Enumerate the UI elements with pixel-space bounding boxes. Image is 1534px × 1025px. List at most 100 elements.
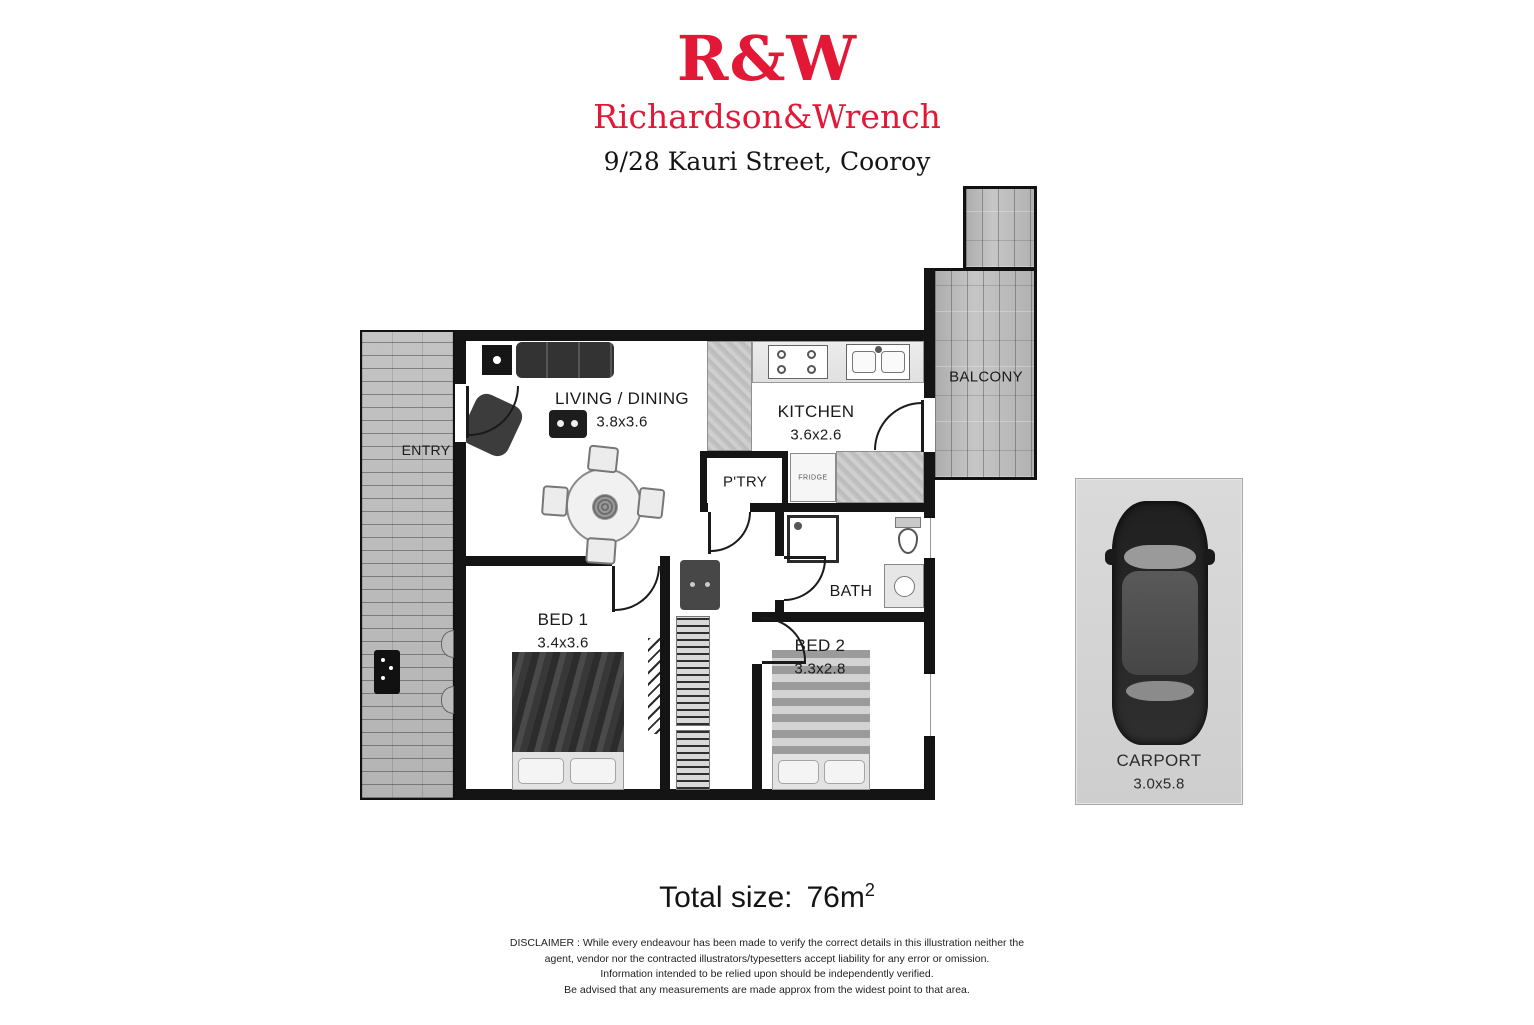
burner-dot [777,365,786,374]
shower-head-icon [794,522,802,530]
meter-dot [381,676,385,680]
door-leaf [708,512,711,554]
car-rear-window [1126,681,1194,701]
wall-living-bed1 [466,556,612,566]
carport [1075,478,1243,805]
fridge-label: FRIDGE [798,474,828,482]
total-size-label: Total size: [659,881,793,914]
wardrobe [676,730,710,790]
door-swing-arc [874,402,922,450]
room-label-entry: ENTRY [401,442,451,458]
total-size-sup: 2 [864,880,875,900]
dresser [680,560,720,610]
decor-dot [557,420,564,427]
dining-chair [540,485,570,517]
centerpiece [592,494,618,520]
decor-dot [571,420,578,427]
balcony-upper-deck [963,186,1037,270]
pillow [518,758,564,784]
meter-dot [389,666,393,670]
wall-pantry-top [700,451,788,458]
wall-hall-bath-lower [775,600,784,612]
kitchen-bench-left [707,341,752,451]
car [1105,501,1215,745]
wall-hall-bed2 [752,664,762,789]
dining-chair [585,536,617,566]
wall-bed1-hall [660,556,670,789]
door-gap-balcony [924,398,935,452]
window-glass-line [929,518,931,558]
stove-icon [768,345,828,379]
disclaimer: DISCLAIMER : While every endeavour has b… [0,936,1534,998]
wall-pantry-right [782,451,788,503]
door-leaf [466,386,469,438]
wall-hall-bath-upper [775,512,784,556]
door-leaf [784,556,826,559]
vanity-basin [894,576,915,597]
door-swing-arc [615,566,660,611]
burner-dot [807,350,816,359]
pillow [778,760,819,784]
toilet [898,528,918,554]
wall-top [455,330,935,341]
bed2-window [924,672,935,738]
dresser-knob [705,582,710,587]
pillow [824,760,865,784]
door-swing-arc [711,512,751,552]
wall-left [455,330,466,800]
room-label-balcony: BALCONY [949,368,1023,386]
door-leaf [921,400,924,452]
wall-bottom [455,789,935,800]
tap-icon [875,346,882,353]
room-label-kitchen: KITCHEN [777,402,855,421]
dining-chair [636,486,666,520]
total-size: Total size:76m2 [0,880,1534,915]
dining-chair [586,444,620,474]
bath-window [924,516,935,560]
dining-table [566,468,642,544]
wall-right [924,330,935,800]
car-windshield [1124,545,1196,569]
wardrobe [676,616,710,726]
wall-pantry-left [700,451,707,512]
balcony-wall [924,268,935,330]
car-mirror [1205,549,1215,565]
room-label-bed1: BED 1 [537,610,589,629]
room-label-bed2: BED 2 [794,636,846,655]
door-leaf [762,661,806,664]
property-address: 9/28 Kauri Street, Cooroy [603,147,931,176]
meter-dot [381,658,385,662]
door-gap-entry [455,384,466,442]
sink-icon [846,344,910,380]
vanity [884,564,924,608]
room-label-pantry: P'TRY [722,473,768,491]
toilet-tank [895,517,921,528]
car-mirror [1105,549,1115,565]
bed2-blanket [772,650,870,754]
sink-basin [852,351,876,373]
window-glass-line [929,674,931,736]
burner-dot [807,365,816,374]
burner-dot [777,350,786,359]
kitchen-bench-right [836,451,924,503]
sink-basin [881,351,905,373]
disclaimer-line: agent, vendor nor the contracted illustr… [544,952,990,965]
entry-deck [360,330,455,800]
car-roof [1122,571,1198,675]
room-label-bath: BATH [829,583,873,600]
bed1-blanket [512,652,624,752]
room-dims-living: 3.8x3.6 [596,413,648,431]
tv-unit-dot [493,356,501,364]
wall-kitchen-bath [750,503,924,512]
brand-name: Richardson&Wrench [593,97,941,136]
brand-logo: R&W [676,22,858,95]
room-dims-bed2: 3.3x2.8 [794,660,846,678]
coffee-table [549,410,587,438]
door-leaf [612,566,615,612]
sofa [516,342,614,378]
wall-bath-bed2 [752,612,924,622]
disclaimer-line: Be advised that any measurements are mad… [564,983,970,996]
room-dims-carport: 3.0x5.8 [1133,775,1185,793]
dresser-knob [690,582,695,587]
